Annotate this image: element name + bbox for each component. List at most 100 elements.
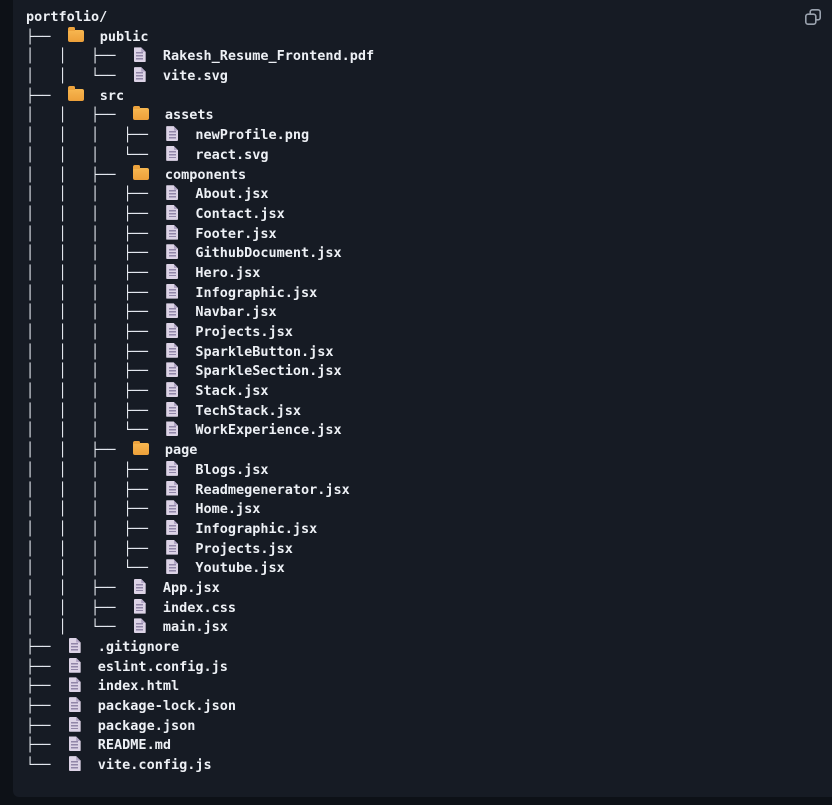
copy-button[interactable]: [803, 7, 823, 27]
tree-row: │ │ │ ├── Navbar.jsx: [26, 303, 832, 323]
entry-name: Navbar.jsx: [195, 304, 277, 321]
tree-row: │ │ ├── page: [26, 440, 832, 461]
file-icon: [166, 224, 179, 240]
file-icon: [166, 401, 179, 417]
tree-row: ├── eslint.config.js: [26, 657, 832, 678]
tree-row: │ │ │ ├── Infographic.jsx: [26, 283, 832, 304]
tree-row: │ │ │ ├── TechStack.jsx: [26, 401, 832, 422]
file-icon: [133, 47, 146, 63]
tree-row: │ │ │ ├── About.jsx: [26, 185, 832, 205]
file-icon: [166, 460, 179, 476]
tree-row: │ │ ├── components: [26, 165, 832, 186]
tree-row: │ │ └── main.jsx: [26, 618, 832, 638]
file-icon: [68, 716, 81, 732]
tree-guides: │ │ ├──: [26, 579, 124, 596]
tree-guides: │ │ ├──: [26, 107, 124, 124]
file-icon: [166, 500, 179, 516]
file-icon: [68, 677, 81, 693]
entry-name: Contact.jsx: [195, 205, 285, 222]
file-icon: [166, 342, 179, 358]
tree-guides: ├──: [26, 737, 59, 754]
entry-name: TechStack.jsx: [195, 402, 301, 419]
file-icon: [166, 244, 179, 260]
entry-name: Projects.jsx: [195, 324, 293, 340]
entry-name: Home.jsx: [195, 501, 261, 518]
entry-name: Blogs.jsx: [195, 461, 269, 478]
tree-guides: ├──: [26, 87, 59, 104]
tree-guides: └──: [26, 757, 59, 774]
file-icon: [133, 598, 146, 614]
tree-row: │ │ │ ├── Infographic.jsx: [26, 519, 832, 540]
file-icon: [166, 421, 179, 437]
tree-guides: ├──: [26, 678, 59, 695]
file-icon: [166, 303, 179, 319]
tree-row: │ │ │ ├── Home.jsx: [26, 500, 832, 520]
tree-guides: │ │ │ ├──: [26, 363, 157, 380]
file-icon: [166, 480, 179, 496]
tree-guides: │ │ ├──: [26, 599, 124, 616]
tree-guides: │ │ ├──: [26, 48, 124, 65]
file-icon: [166, 283, 179, 299]
tree-row: │ │ └── vite.svg: [26, 67, 832, 87]
tree-row: ├── .gitignore: [26, 638, 832, 658]
tree-guides: ├──: [26, 698, 59, 715]
tree-guides: │ │ │ ├──: [26, 383, 157, 400]
folder-icon: [132, 165, 149, 180]
entry-name: SparkleSection.jsx: [195, 363, 342, 380]
file-icon: [68, 697, 81, 713]
entry-name: assets: [164, 107, 214, 124]
entry-name: vite.svg: [162, 68, 228, 85]
tree-guides: ├──: [26, 28, 59, 45]
file-icon: [166, 185, 179, 201]
tree-row: │ │ │ └── Youtube.jsx: [26, 559, 832, 579]
entry-name: main.jsx: [162, 619, 228, 636]
entry-name: react.svg: [195, 146, 269, 163]
entry-name: newProfile.png: [195, 127, 310, 144]
tree-guides: ├──: [26, 658, 59, 675]
entry-name: index.html: [97, 678, 180, 695]
tree-row: │ │ │ ├── SparkleButton.jsx: [26, 342, 832, 363]
copy-icon: [804, 8, 821, 25]
tree-guides: │ │ │ ├──: [26, 127, 157, 144]
file-icon: [166, 559, 179, 575]
file-icon: [166, 263, 179, 279]
root-folder-name: portfolio/: [26, 9, 108, 25]
tree-guides: │ │ │ ├──: [26, 402, 157, 419]
entry-name: Footer.jsx: [195, 225, 277, 242]
tree-guides: │ │ │ ├──: [26, 324, 157, 340]
tree-row: │ │ │ ├── SparkleSection.jsx: [26, 362, 832, 382]
tree-row: │ │ │ ├── Contact.jsx: [26, 204, 832, 225]
tree-row: │ │ │ ├── Hero.jsx: [26, 263, 832, 284]
tree-guides: │ │ │ ├──: [26, 540, 157, 557]
tree-row: │ │ ├── App.jsx: [26, 578, 832, 599]
tree-guides: ├──: [26, 717, 59, 734]
file-icon: [166, 145, 179, 161]
entry-name: Projects.jsx: [195, 540, 293, 557]
tree-guides: │ │ │ ├──: [26, 501, 157, 518]
entry-name: WorkExperience.jsx: [195, 422, 342, 439]
tree-row: │ │ │ ├── GithubDocument.jsx: [26, 244, 832, 264]
file-icon: [68, 657, 81, 673]
entry-name: About.jsx: [195, 186, 269, 203]
tree-row: │ │ │ ├── Stack.jsx: [26, 382, 832, 402]
entry-name: Rakesh_Resume_Frontend.pdf: [162, 48, 375, 65]
file-icon: [133, 67, 146, 83]
tree-guides: │ │ │ ├──: [26, 205, 157, 222]
entry-name: page: [164, 442, 198, 459]
tree-row: ├── package.json: [26, 716, 832, 737]
tree-row: │ │ │ ├── Projects.jsx: [26, 323, 832, 343]
entry-name: src: [99, 87, 125, 104]
tree-guides: │ │ │ └──: [26, 560, 157, 577]
tree-guides: │ │ ├──: [26, 442, 124, 459]
tree-row: ├── package-lock.json: [26, 697, 832, 717]
entry-name: README.md: [97, 737, 171, 754]
file-icon: [166, 204, 179, 220]
tree-guides: │ │ │ ├──: [26, 245, 157, 262]
tree-root-row: portfolio/: [26, 8, 832, 28]
tree-guides: │ │ └──: [26, 68, 124, 85]
tree-guides: │ │ │ └──: [26, 422, 157, 439]
file-tree: portfolio/ ├── public │ │ ├── Rakesh_Res…: [26, 8, 832, 776]
folder-icon: [67, 27, 84, 42]
tree-row: ├── index.html: [26, 677, 832, 697]
tree-row: └── vite.config.js: [26, 756, 832, 776]
